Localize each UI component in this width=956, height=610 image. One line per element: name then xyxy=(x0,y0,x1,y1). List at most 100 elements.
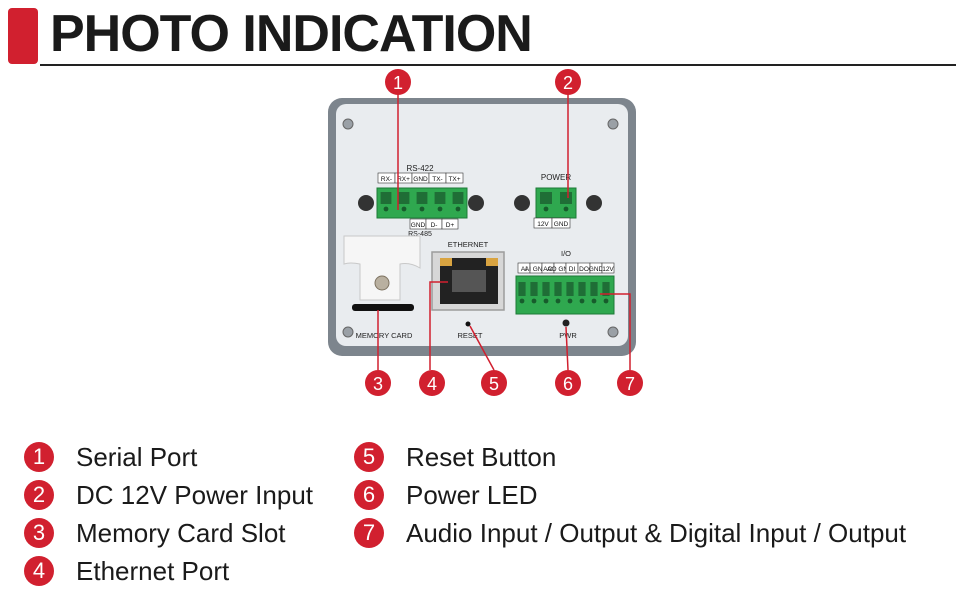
terminal-screw-icon xyxy=(586,195,602,211)
legend-item-audio-digital-io: 7 Audio Input / Output & Digital Input /… xyxy=(354,516,906,550)
reset-button xyxy=(465,321,471,327)
pin-label: GND xyxy=(589,266,604,273)
rs422-label: RS-422 xyxy=(406,164,434,173)
callout-1: 1 xyxy=(385,69,411,95)
svg-text:1: 1 xyxy=(393,73,403,93)
terminal-screw-icon xyxy=(555,298,561,304)
pin-label-box xyxy=(441,218,459,230)
cover-screw-icon xyxy=(374,275,390,291)
pin-label-box xyxy=(601,262,615,274)
callout-6: 6 xyxy=(555,370,581,396)
svg-text:7: 7 xyxy=(625,374,635,394)
terminal-screw-icon xyxy=(401,206,407,212)
leader-lines xyxy=(377,94,631,371)
terminal-slot xyxy=(416,192,428,204)
terminal-screw-icon xyxy=(591,298,597,304)
terminal-slot xyxy=(602,282,610,296)
legend-number: 6 xyxy=(354,480,384,510)
terminal-screw-icon xyxy=(519,298,525,304)
legend-text: Serial Port xyxy=(76,441,198,472)
terminal-slot xyxy=(590,282,598,296)
pin-label: AO xyxy=(543,266,552,273)
pin-label: 12V xyxy=(602,266,614,273)
power-terminal-block xyxy=(535,187,577,219)
terminal-screw-icon xyxy=(358,195,374,211)
terminal-screw-icon xyxy=(383,206,389,212)
pin-label: AI xyxy=(521,266,527,273)
pin-label: GND xyxy=(411,222,426,229)
terminal-slot xyxy=(540,192,552,204)
terminal-screw-icon xyxy=(514,195,530,211)
svg-text:5: 5 xyxy=(489,374,499,394)
svg-text:3: 3 xyxy=(373,374,383,394)
callout-3: 3 xyxy=(365,370,391,396)
terminal-slot xyxy=(530,282,538,296)
legend-text: Memory Card Slot xyxy=(76,517,286,548)
reset-label: RESET xyxy=(457,331,482,340)
legend-item-memory-card-slot: 3 Memory Card Slot xyxy=(24,516,286,550)
power-label: POWER xyxy=(541,173,571,182)
callout-4: 4 xyxy=(419,370,445,396)
pin-label: GND xyxy=(554,221,569,228)
terminal-slot xyxy=(566,282,574,296)
pin-label-box xyxy=(445,172,464,184)
pwr-label: PWR xyxy=(559,331,577,340)
pin-label: DI xyxy=(569,266,576,273)
io-terminal-block xyxy=(515,275,615,315)
callout-7: 7 xyxy=(617,370,643,396)
terminal-slot xyxy=(560,192,572,204)
memory-card-slot xyxy=(352,304,414,311)
callout-2: 2 xyxy=(555,69,581,95)
callout-5: 5 xyxy=(481,370,507,396)
pin-label: AO GND xyxy=(547,266,573,273)
page-title: PHOTO INDICATION xyxy=(50,5,533,63)
terminal-slots xyxy=(518,282,610,304)
legend-text: Audio Input / Output & Digital Input / O… xyxy=(406,517,907,548)
terminal-slot xyxy=(518,282,526,296)
terminal-slot xyxy=(578,282,586,296)
legend-item-reset-button: 5 Reset Button xyxy=(354,440,556,474)
legend-number: 2 xyxy=(24,480,54,510)
svg-text:4: 4 xyxy=(427,374,437,394)
pin-label: D+ xyxy=(446,222,455,229)
terminal-screw-icon xyxy=(455,206,461,212)
header-divider xyxy=(40,64,956,66)
terminal-screw-icon xyxy=(468,195,484,211)
terminal-screw-icon xyxy=(603,298,609,304)
legend-item-serial-port: 1 Serial Port xyxy=(24,440,197,474)
pin-label: 12V xyxy=(537,221,549,228)
ethernet-port xyxy=(431,251,505,311)
terminal-screw-icon xyxy=(567,298,573,304)
terminal-slots xyxy=(540,192,572,212)
io-label: I/O xyxy=(561,249,571,258)
pin-label: TX+ xyxy=(448,176,460,183)
rs485-label: RS-485 xyxy=(408,231,432,238)
header-accent-bar xyxy=(8,8,38,64)
power-led xyxy=(562,319,570,327)
terminal-slot xyxy=(398,192,410,204)
legend-text: Power LED xyxy=(406,479,538,510)
svg-text:6: 6 xyxy=(563,374,573,394)
terminal-slot xyxy=(452,192,464,204)
legend-item-ethernet-port: 4 Ethernet Port xyxy=(24,554,229,588)
terminal-screw-icon xyxy=(419,206,425,212)
legend-text: DC 12V Power Input xyxy=(76,479,314,510)
terminal-slot xyxy=(554,282,562,296)
svg-text:2: 2 xyxy=(563,73,573,93)
memory-card-cover xyxy=(343,235,421,301)
terminal-screw-icon xyxy=(579,298,585,304)
pin-label: D- xyxy=(431,222,438,229)
terminal-slots xyxy=(380,192,464,212)
terminal-screw-icon xyxy=(437,206,443,212)
legend-number: 3 xyxy=(24,518,54,548)
legend: 1 Serial Port 2 DC 12V Power Input 3 Mem… xyxy=(0,430,956,610)
legend-item-power-led: 6 Power LED xyxy=(354,478,538,512)
terminal-slot xyxy=(380,192,392,204)
terminal-slot xyxy=(542,282,550,296)
legend-number: 5 xyxy=(354,442,384,472)
ethernet-label: ETHERNET xyxy=(448,240,489,249)
legend-number: 4 xyxy=(24,556,54,586)
pin-label: AI GND xyxy=(525,266,548,273)
